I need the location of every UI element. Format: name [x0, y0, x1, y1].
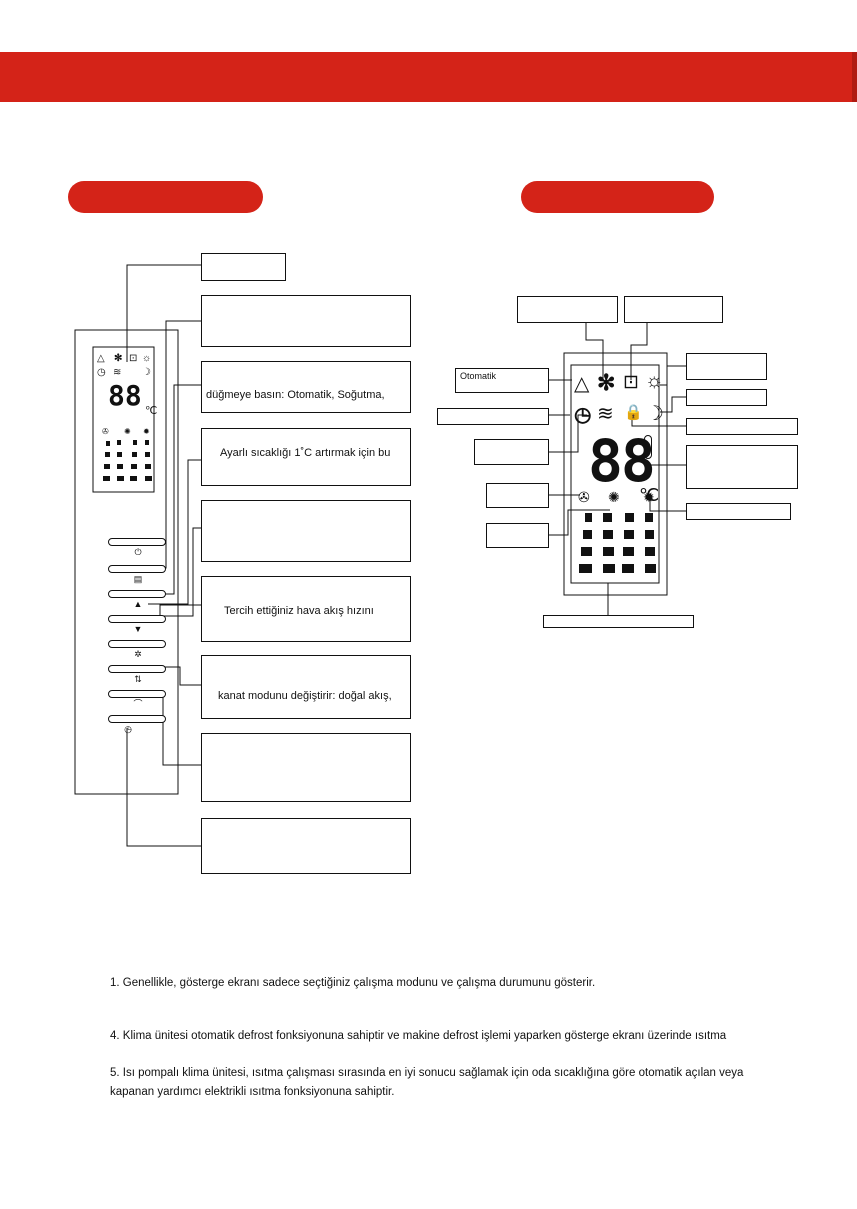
sleep-status-icon: ☽ — [646, 403, 664, 425]
mini-sleep-icon: ☽ — [142, 367, 151, 378]
fan-speed-callout-box: Tercih ettiğiniz hava akış hızını — [201, 576, 411, 642]
swing-icon: ⇅ — [134, 674, 142, 684]
cool-mode-icon: ✻ — [597, 370, 616, 395]
power-button[interactable] — [108, 538, 166, 546]
power-icon: ⏻ — [134, 547, 142, 557]
heat-label-box — [686, 353, 767, 380]
lock-label-box — [686, 418, 798, 435]
note-1: 1. Genellikle, gösterge ekranı sadece se… — [110, 977, 596, 989]
timer-button[interactable] — [108, 715, 166, 723]
auto-label-box: Otomatik — [455, 368, 549, 393]
heat-mode-icon: ☼ — [645, 370, 664, 392]
fan-level-label-box — [543, 615, 694, 628]
callout-box-2 — [201, 295, 411, 347]
remote-section-header — [68, 181, 263, 213]
fan-auto-icon: ✇ — [578, 489, 590, 505]
mode-callout-box: düğmeye basın: Otomatik, Soğutma, — [201, 361, 411, 413]
swing-button[interactable] — [108, 665, 166, 673]
thermometer-icon — [644, 435, 652, 459]
note-4: 4. Klima ünitesi otomatik defrost fonksi… — [110, 1030, 727, 1042]
fan-speed-label-box — [486, 523, 549, 548]
fan-status-icon: ≋ — [597, 403, 614, 425]
temp-down-button[interactable] — [108, 615, 166, 623]
mini-fan-icon: ≋ — [113, 367, 122, 378]
auto-label-text: Otomatik — [460, 371, 497, 381]
mini-timer-icon: ◷ — [97, 367, 106, 378]
celsius-unit: ℃ — [639, 485, 660, 505]
dry-label-box — [624, 296, 723, 323]
note-5-line-1: 5. Isı pompalı klima ünitesi, ısıtma çal… — [110, 1067, 744, 1079]
fan-label-box — [474, 439, 549, 465]
mini-celsius-unit: ℃ — [145, 405, 158, 417]
sleep-button[interactable] — [108, 690, 166, 698]
timer-status-icon: ◷ — [574, 404, 592, 426]
temp-up-button[interactable] — [108, 590, 166, 598]
cool-label-box — [517, 296, 618, 323]
timer-icon: ◷ — [124, 724, 132, 734]
mini-fan-auto-icon: ✇ — [102, 427, 109, 436]
fan-icon: ✲ — [134, 649, 142, 659]
turbo-label-box — [686, 503, 791, 520]
mini-dry-icon: ⊡ — [129, 353, 138, 364]
sleep-callout-box — [201, 733, 411, 802]
temp-label-box — [686, 445, 798, 489]
mini-cool-icon: ✻ — [114, 353, 123, 364]
temp-up-icon: ▲ — [133, 599, 143, 609]
temp-down-icon: ▼ — [133, 624, 143, 634]
display-section-header — [521, 181, 714, 213]
mini-auto-icon: △ — [97, 353, 105, 364]
temp-up-callout-text: Ayarlı sıcaklığı 1˚C artırmak için bu — [220, 447, 391, 459]
fan-auto-label-box — [486, 483, 549, 508]
mode-icon: ▤ — [133, 574, 143, 584]
power-label-box — [201, 253, 286, 281]
top-banner-shade — [852, 52, 857, 102]
mode-callout-text: düğmeye basın: Otomatik, Soğutma, — [206, 389, 385, 401]
fan-speed-icon: ✺ — [608, 489, 620, 505]
top-banner — [0, 52, 857, 102]
temp-up-callout-box: Ayarlı sıcaklığı 1˚C artırmak için bu — [201, 428, 411, 486]
swing-callout-text: kanat modunu değiştirir: doğal akış, — [218, 690, 392, 702]
turbo-icon: ✹ — [643, 489, 655, 505]
mode-button[interactable] — [108, 565, 166, 573]
sleep-label-box — [686, 389, 767, 406]
mini-fan-speed-icon: ✺ — [124, 427, 131, 436]
sleep-icon: ⌒ — [133, 699, 143, 709]
note-5-line-2: kapanan yardımcı elektrikli ısıtma fonks… — [110, 1086, 395, 1098]
temp-down-callout-box — [201, 500, 411, 562]
fan-speed-callout-text: Tercih ettiğiniz hava akış hızını — [224, 605, 374, 617]
mini-turbo-icon: ✹ — [143, 427, 150, 436]
mini-temp-digits: 88 — [108, 379, 142, 412]
timer-label-box — [437, 408, 549, 425]
dry-mode-icon: ⊡ — [623, 372, 639, 393]
auto-mode-icon: △ — [574, 373, 590, 395]
lock-status-icon: 🔒 — [624, 404, 643, 421]
mini-heat-icon: ☼ — [142, 353, 152, 364]
fan-button[interactable] — [108, 640, 166, 648]
timer-callout-box — [201, 818, 411, 874]
swing-callout-box: kanat modunu değiştirir: doğal akış, — [201, 655, 411, 719]
